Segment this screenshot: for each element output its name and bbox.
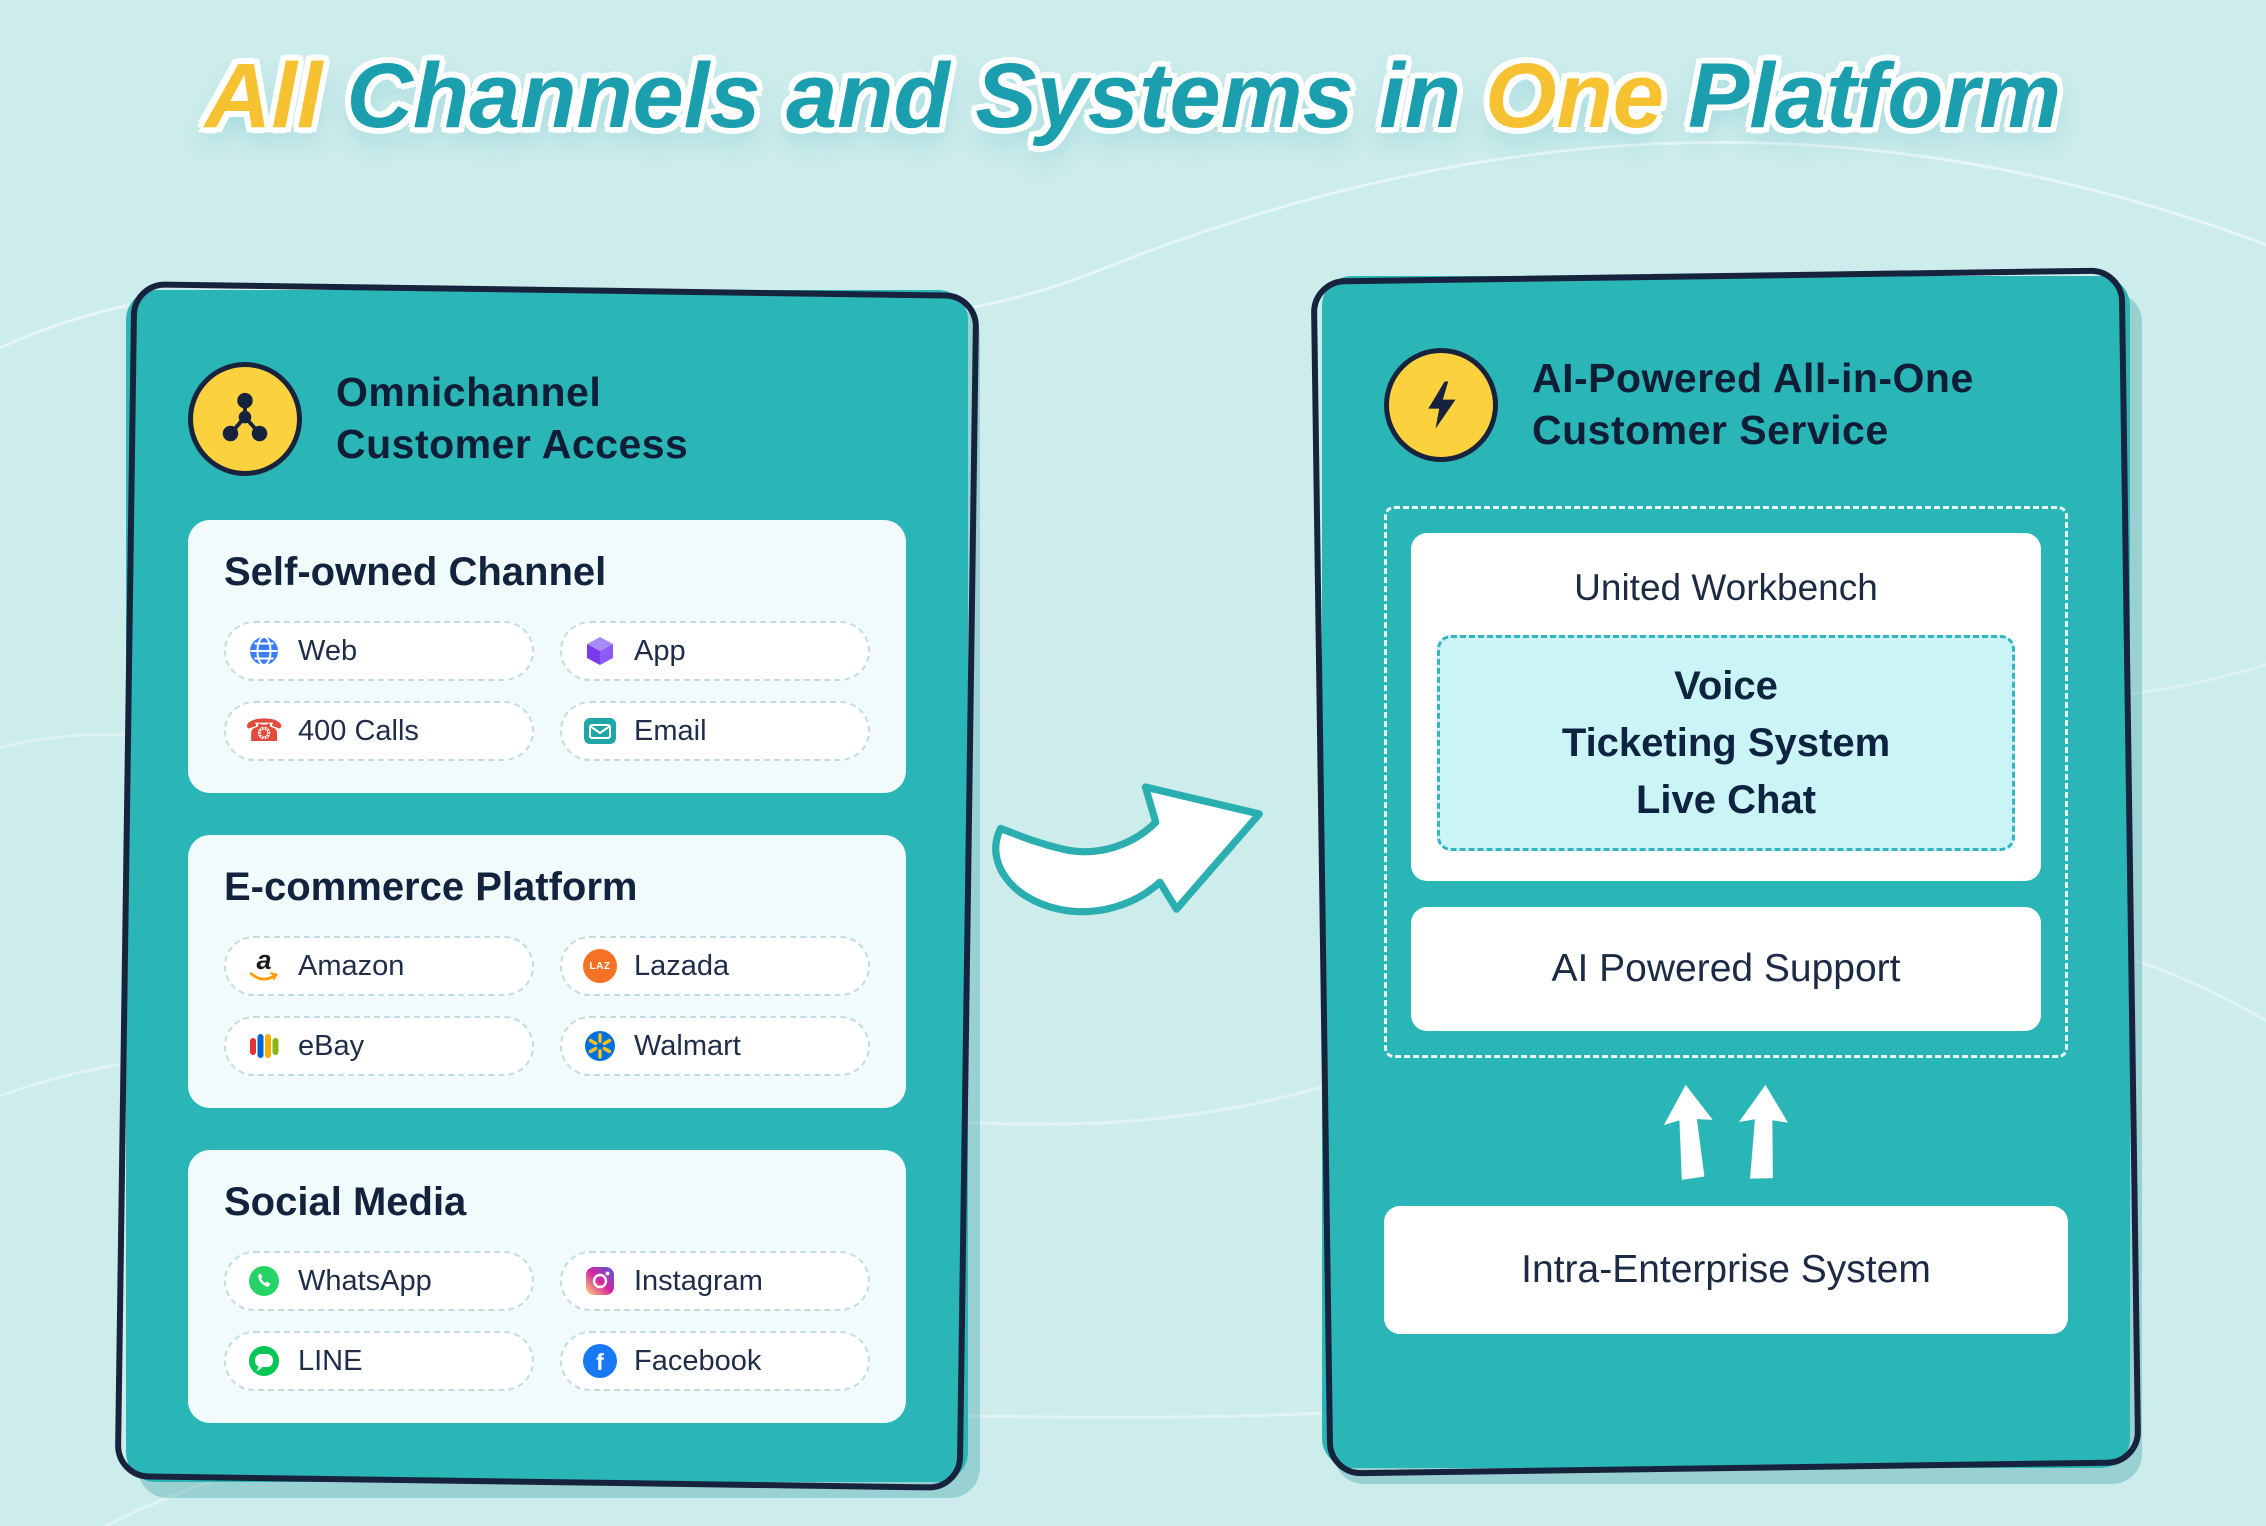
amazon-icon: a bbox=[246, 945, 282, 984]
chip-grid: a Amazon LAZ bbox=[224, 936, 870, 1076]
card-social-media: Social Media WhatsApp bbox=[188, 1150, 906, 1423]
workbench-zone: United Workbench Voice Ticketing System … bbox=[1384, 506, 2068, 1059]
lazada-icon: LAZ bbox=[582, 948, 618, 984]
left-panel-title-line1: Omnichannel bbox=[336, 369, 602, 416]
title-segment: One bbox=[1485, 45, 1664, 147]
ai-service-panel: AI-Powered All-in-One Customer Service U… bbox=[1310, 267, 2142, 1477]
chip-web: Web bbox=[224, 621, 534, 681]
chip-label: eBay bbox=[298, 1029, 365, 1062]
chip-label: Walmart bbox=[634, 1029, 741, 1062]
ebay-icon bbox=[246, 1028, 282, 1064]
lazada-circle: LAZ bbox=[583, 949, 617, 983]
chip-facebook: f Facebook bbox=[560, 1331, 870, 1391]
omnichannel-panel: Omnichannel Customer Access Self-owned C… bbox=[114, 281, 980, 1491]
chip-ebay: eBay bbox=[224, 1016, 534, 1076]
chip-label: Lazada bbox=[634, 949, 730, 982]
chip-line: LINE bbox=[224, 1331, 534, 1391]
chip-grid: WhatsApp bbox=[224, 1251, 870, 1391]
intra-enterprise-system-card: Intra-Enterprise System bbox=[1384, 1206, 2068, 1335]
chip-lazada: LAZ Lazada bbox=[560, 936, 870, 996]
arrow-up-icon bbox=[1663, 1085, 1713, 1181]
chip-amazon: a Amazon bbox=[224, 936, 534, 996]
facebook-circle: f bbox=[583, 1344, 617, 1378]
chip-app: App bbox=[560, 621, 870, 681]
line-icon bbox=[246, 1343, 282, 1379]
chip-whatsapp: WhatsApp bbox=[224, 1251, 534, 1311]
app-cube-icon bbox=[582, 633, 618, 669]
card-title: E-commerce Platform bbox=[224, 865, 638, 909]
chip-grid: Web App ☎ 400 bbox=[224, 621, 870, 761]
right-panel-title: AI-Powered All-in-One Customer Service bbox=[1532, 353, 1974, 456]
chip-label: WhatsApp bbox=[298, 1264, 432, 1297]
card-ecommerce-platform: E-commerce Platform a Amazon bbox=[188, 835, 906, 1108]
title-segment: Platform bbox=[1687, 45, 2062, 147]
card-self-owned-channel: Self-owned Channel Web bbox=[188, 520, 906, 793]
chip-label: 400 Calls bbox=[298, 714, 419, 747]
network-nodes-icon bbox=[188, 362, 302, 476]
chip-label: Web bbox=[298, 634, 358, 667]
amazon-letter: a bbox=[256, 945, 272, 975]
chip-label: Amazon bbox=[298, 949, 405, 982]
amazon-smile bbox=[249, 972, 278, 981]
right-panel-header: AI-Powered All-in-One Customer Service bbox=[1384, 348, 2068, 462]
chip-label: Instagram bbox=[634, 1264, 763, 1297]
facebook-letter: f bbox=[596, 1349, 604, 1375]
email-icon bbox=[582, 713, 618, 749]
workbench-tool: Voice bbox=[1674, 664, 1778, 708]
united-workbench-card: United Workbench Voice Ticketing System … bbox=[1411, 533, 2041, 882]
chip-400-calls: ☎ 400 Calls bbox=[224, 701, 534, 761]
omnichannel-panel-content: Omnichannel Customer Access Self-owned C… bbox=[126, 290, 968, 1482]
workbench-tools-box: Voice Ticketing System Live Chat bbox=[1437, 635, 2015, 852]
workbench-tool: Live Chat bbox=[1635, 777, 1817, 822]
title-segment: All bbox=[204, 45, 323, 147]
right-panel-title-line1: AI-Powered All-in-One bbox=[1532, 355, 1974, 402]
left-panel-header: Omnichannel Customer Access bbox=[188, 362, 906, 476]
facebook-icon: f bbox=[582, 1343, 618, 1379]
chip-label: Email bbox=[634, 714, 707, 747]
flow-arrow-icon bbox=[992, 783, 1263, 916]
instagram-icon bbox=[582, 1263, 618, 1299]
workbench-title: United Workbench bbox=[1574, 567, 1878, 608]
up-arrows bbox=[1384, 1082, 2068, 1182]
phone-icon: ☎ bbox=[244, 712, 284, 749]
left-panel-title-line2: Customer Access bbox=[336, 421, 689, 467]
card-title: Social Media bbox=[224, 1180, 467, 1224]
chip-instagram: Instagram bbox=[560, 1251, 870, 1311]
chip-label: Facebook bbox=[634, 1344, 762, 1377]
lightning-icon bbox=[1384, 348, 1498, 462]
walmart-icon bbox=[582, 1028, 618, 1064]
globe-icon bbox=[246, 633, 282, 669]
right-panel-title-line2: Customer Service bbox=[1532, 407, 1889, 453]
ai-powered-support-card: AI Powered Support bbox=[1411, 907, 2041, 1032]
chip-label: App bbox=[634, 634, 686, 667]
arrow-up-icon bbox=[1738, 1085, 1789, 1180]
chip-walmart: Walmart bbox=[560, 1016, 870, 1076]
card-title: Self-owned Channel bbox=[224, 550, 607, 594]
ai-service-panel-content: AI-Powered All-in-One Customer Service U… bbox=[1322, 276, 2130, 1468]
whatsapp-icon bbox=[246, 1263, 282, 1299]
workbench-tool: Ticketing System bbox=[1561, 720, 1891, 765]
chip-email: Email bbox=[560, 701, 870, 761]
title-segment: Channels and Systems in bbox=[346, 45, 1461, 147]
chip-label: LINE bbox=[298, 1344, 363, 1377]
left-panel-title: Omnichannel Customer Access bbox=[336, 367, 688, 470]
lazada-letters: LAZ bbox=[589, 960, 611, 972]
